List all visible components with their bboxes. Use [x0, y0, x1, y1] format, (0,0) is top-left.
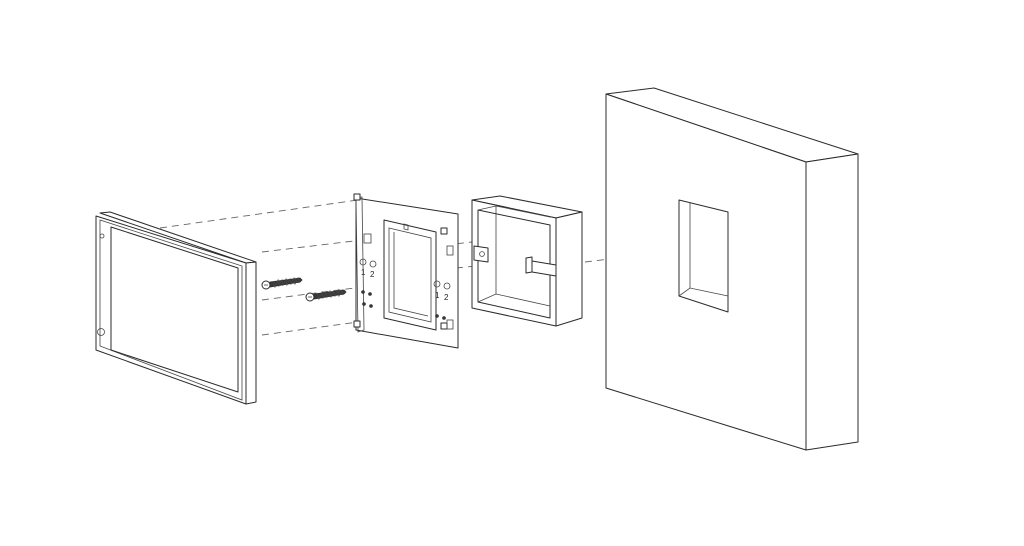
bracket-hole-right-2 [443, 282, 451, 290]
bracket-label-left-1: 1 [361, 268, 366, 277]
back-box-ear-hole-left [479, 251, 485, 257]
bracket-slot-right-lower [446, 319, 454, 330]
bracket-dot-2 [368, 292, 372, 296]
bracket-slot-left [363, 233, 372, 244]
bracket-tab-top-right [440, 227, 448, 235]
bracket-center-opening [383, 219, 437, 331]
panel-home-button-icon [97, 328, 105, 336]
screw-lower [305, 288, 347, 302]
panel-bezel-inner-line [99, 219, 243, 401]
guide-line-mid [261, 239, 363, 253]
panel-camera-icon [99, 233, 105, 239]
bracket-label-left-2: 2 [370, 270, 375, 279]
guide-line-top [159, 199, 359, 229]
bracket-hole-left-1 [359, 258, 367, 266]
screw-upper-thread [273, 276, 300, 289]
panel-screen [110, 226, 239, 393]
bracket-slot-right-upper [446, 245, 454, 256]
screws [261, 276, 347, 302]
back-box-inner-floor [477, 293, 551, 307]
bracket-label-right-2: 2 [444, 293, 449, 302]
bracket-opening-lip [388, 227, 432, 323]
display-panel [95, 211, 257, 405]
bracket-label-right-1: 1 [435, 291, 440, 300]
mounting-bracket: 1 2 1 2 [353, 193, 459, 349]
bracket-dot-3 [362, 302, 366, 306]
bracket-tab-bottom-left [353, 320, 361, 328]
bracket-hole-left-2 [369, 260, 377, 268]
bracket-dot-1 [361, 290, 365, 294]
back-box-ear-left [473, 245, 489, 263]
bracket-hole-right-1 [433, 280, 441, 288]
wall-opening [678, 199, 729, 313]
bracket-dot-5 [435, 314, 439, 318]
back-box-side [555, 211, 583, 327]
bracket-opening-inner [393, 232, 429, 317]
bracket-slot-top [403, 223, 409, 231]
bracket-dot-6 [442, 316, 446, 320]
bracket-tab-top-left [353, 193, 361, 201]
bracket-tab-bottom-right [440, 322, 448, 330]
wall-side-face [805, 153, 859, 451]
screw-upper [261, 276, 303, 290]
screw-lower-thread [317, 288, 344, 301]
back-box-ear-right-tip [525, 256, 533, 274]
guide-line-bottom [261, 321, 359, 336]
panel-side-edge [245, 261, 257, 405]
bracket-dot-4 [369, 304, 373, 308]
wall [605, 87, 859, 451]
back-box [471, 195, 583, 327]
